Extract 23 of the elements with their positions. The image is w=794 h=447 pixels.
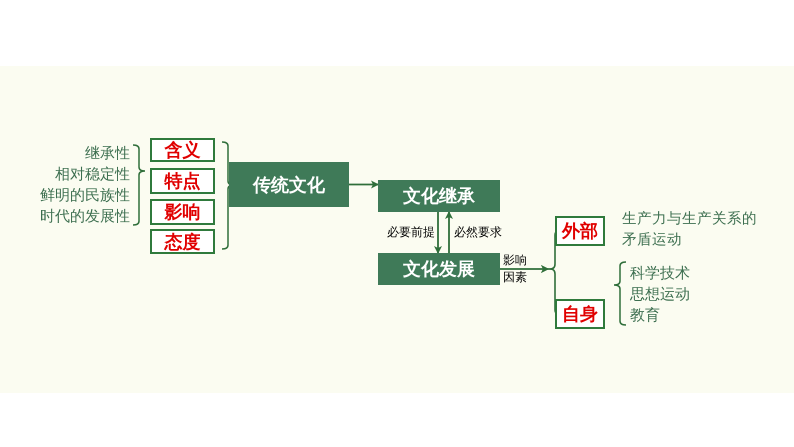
term-box: 外部 bbox=[555, 216, 605, 246]
edge-label: 必然要求 bbox=[454, 224, 503, 241]
term-box: 态度 bbox=[150, 229, 215, 254]
arrow bbox=[445, 211, 453, 253]
term-box: 特点 bbox=[150, 168, 215, 194]
factor-text: 教育 bbox=[630, 305, 661, 326]
note-text: 生产力与生产关系的矛盾运动 bbox=[622, 210, 758, 250]
edge-label: 影响因素 bbox=[503, 252, 528, 286]
topic-box: 文化发展 bbox=[378, 253, 500, 285]
factor-text: 科学技术 bbox=[630, 263, 691, 284]
term-box: 含义 bbox=[150, 138, 215, 162]
factor-text: 思想运动 bbox=[630, 284, 691, 305]
arrow bbox=[349, 180, 379, 188]
edge-label: 必要前提 bbox=[386, 224, 435, 241]
topic-box: 传统文化 bbox=[229, 162, 349, 207]
topic-box: 文化继承 bbox=[378, 180, 500, 212]
trait-text: 继承性 bbox=[84, 143, 130, 164]
trait-text: 相对稳定性 bbox=[54, 164, 130, 185]
trait-text: 时代的发展性 bbox=[39, 206, 130, 227]
term-box: 影响 bbox=[150, 199, 215, 225]
trait-text: 鲜明的民族性 bbox=[39, 185, 130, 206]
arrow bbox=[434, 212, 442, 254]
term-box: 自身 bbox=[555, 299, 605, 329]
